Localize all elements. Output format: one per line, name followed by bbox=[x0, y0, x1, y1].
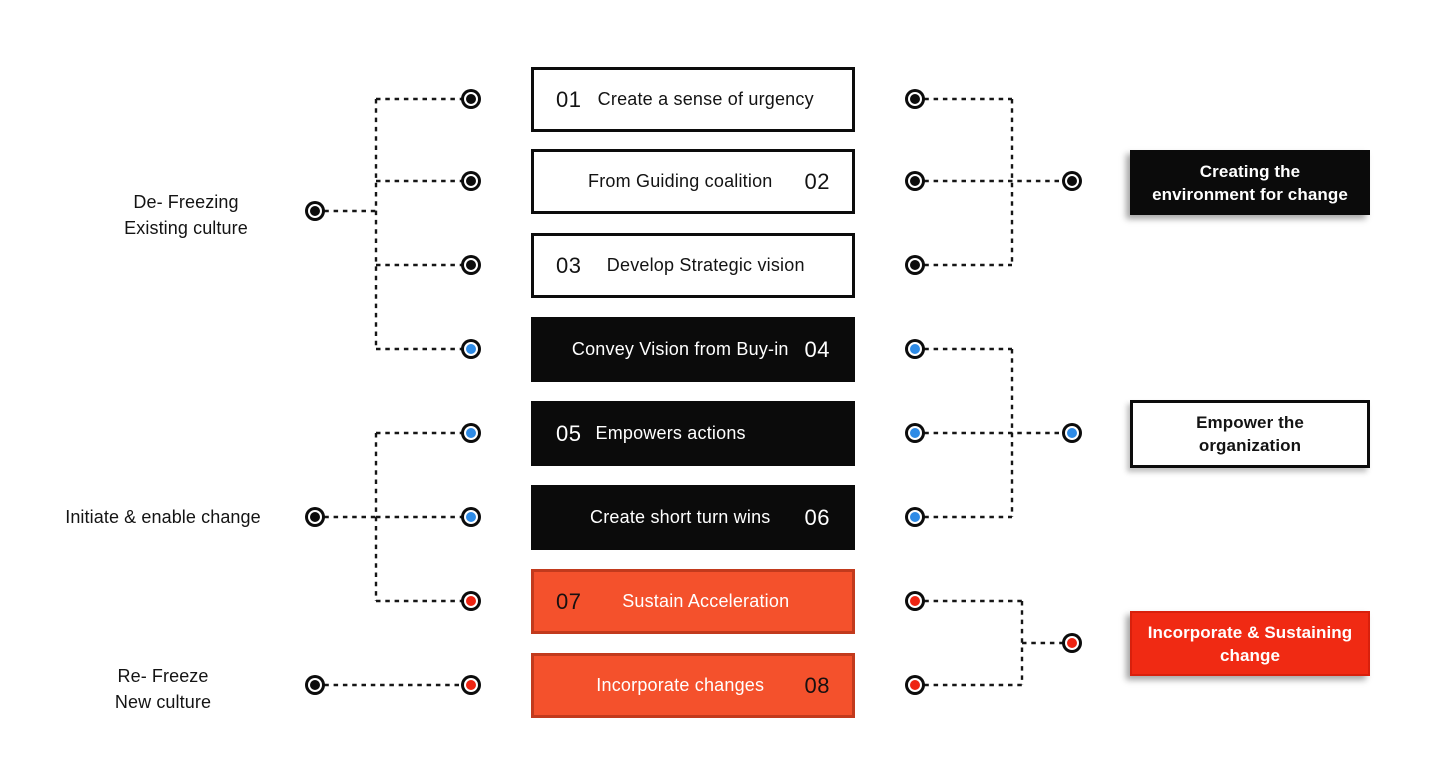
outcome-label-line: change bbox=[1219, 645, 1281, 665]
outcome-label-line: organization bbox=[1198, 436, 1302, 455]
step-label: From Guiding coalition bbox=[588, 171, 773, 191]
connector-phase1-left bbox=[315, 97, 471, 351]
node-dot-step07-left bbox=[464, 594, 478, 608]
node-dot-phase3 bbox=[308, 678, 322, 692]
step-box-05: 05 Empowers actions bbox=[531, 401, 855, 466]
phase-label-line: De- Freezing bbox=[133, 192, 239, 212]
phase-label-refreeze: Re- Freeze New culture bbox=[63, 663, 263, 715]
node-dot-step04-left bbox=[464, 342, 478, 356]
node-dot-outcome3 bbox=[1065, 636, 1079, 650]
connector-outcome2-right bbox=[915, 347, 1072, 519]
phase-label-line: Existing culture bbox=[124, 218, 248, 238]
phase-label-line: Initiate & enable change bbox=[65, 507, 261, 527]
node-dot-phase1 bbox=[308, 204, 322, 218]
step-box-02: From Guiding coalition 02 bbox=[531, 149, 855, 214]
outcome-box-incorporate: Incorporate & Sustaining change bbox=[1130, 611, 1370, 676]
step-label: Create a sense of urgency bbox=[597, 89, 814, 109]
step-number: 02 bbox=[804, 168, 830, 194]
node-dot-step02-right bbox=[908, 174, 922, 188]
step-box-06: Create short turn wins 06 bbox=[531, 485, 855, 550]
step-box-03: 03 Develop Strategic vision bbox=[531, 233, 855, 298]
node-dot-step08-right bbox=[908, 678, 922, 692]
step-label: Sustain Acceleration bbox=[622, 591, 790, 611]
step-number: 08 bbox=[804, 672, 830, 698]
step-number: 04 bbox=[804, 336, 830, 362]
node-dot-step03-right bbox=[908, 258, 922, 272]
outcome-label-line: Empower the bbox=[1196, 413, 1304, 432]
step-label: Convey Vision from Buy-in bbox=[571, 339, 789, 359]
outcome-box-environment: Creating the environment for change bbox=[1130, 150, 1370, 215]
step-box-01: 01 Create a sense of urgency bbox=[531, 67, 855, 132]
step-number: 07 bbox=[556, 588, 582, 614]
phase-label-line: Re- Freeze bbox=[117, 666, 209, 686]
step-box-07: 07 Sustain Acceleration bbox=[531, 569, 855, 634]
node-dot-step08-left bbox=[464, 678, 478, 692]
node-dot-step04-right bbox=[908, 342, 922, 356]
phase-label-line: New culture bbox=[114, 692, 212, 712]
outcome-box-empower: Empower the organization bbox=[1130, 400, 1370, 468]
outcome-label-line: environment for change bbox=[1152, 184, 1348, 204]
step-number: 05 bbox=[556, 420, 582, 446]
step-number: 03 bbox=[556, 252, 582, 278]
step-number: 01 bbox=[556, 86, 582, 112]
step-label: Empowers actions bbox=[595, 423, 746, 443]
step-label: Create short turn wins bbox=[590, 507, 771, 527]
connector-phase2-left bbox=[315, 431, 471, 603]
step-label: Incorporate changes bbox=[596, 675, 765, 695]
outcome-label-line: Incorporate & Sustaining bbox=[1147, 622, 1353, 642]
node-dot-phase2 bbox=[308, 510, 322, 524]
step-number: 06 bbox=[804, 504, 830, 530]
node-dot-step05-left bbox=[464, 426, 478, 440]
node-dot-step06-right bbox=[908, 510, 922, 524]
node-dot-outcome1 bbox=[1065, 174, 1079, 188]
connector-outcome3-right bbox=[915, 599, 1072, 687]
node-dot-step01-right bbox=[908, 92, 922, 106]
connector-outcome1-right bbox=[915, 97, 1072, 267]
node-dot-step02-left bbox=[464, 174, 478, 188]
step-box-08: Incorporate changes 08 bbox=[531, 653, 855, 718]
outcome-label-line: Creating the bbox=[1199, 161, 1301, 181]
phase-label-defreezing: De- Freezing Existing culture bbox=[76, 189, 296, 241]
node-dot-step01-left bbox=[464, 92, 478, 106]
step-box-04: Convey Vision from Buy-in 04 bbox=[531, 317, 855, 382]
phase-label-initiate: Initiate & enable change bbox=[48, 504, 278, 530]
node-dot-step07-right bbox=[908, 594, 922, 608]
step-label: Develop Strategic vision bbox=[606, 255, 805, 275]
node-dot-step06-left bbox=[464, 510, 478, 524]
node-dot-step05-right bbox=[908, 426, 922, 440]
node-dot-step03-left bbox=[464, 258, 478, 272]
node-dot-outcome2 bbox=[1065, 426, 1079, 440]
